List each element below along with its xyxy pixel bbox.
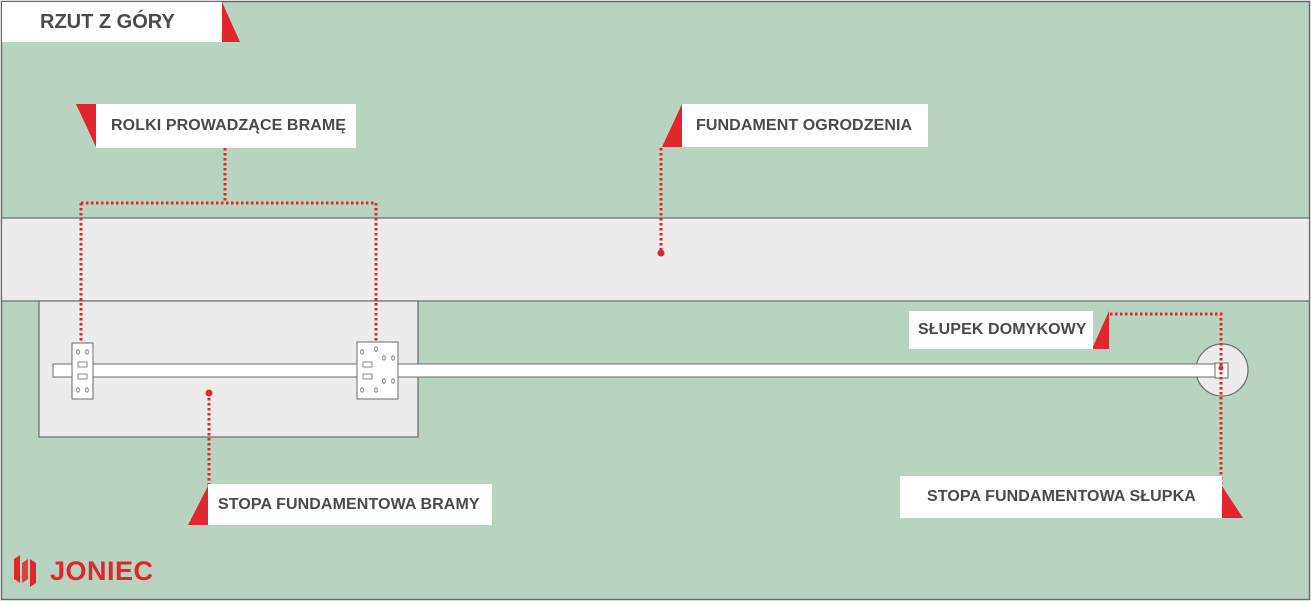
guide-roller-right (356, 341, 399, 400)
flag-rollers (76, 104, 96, 147)
flag-post-foot (1222, 486, 1243, 518)
label-fence-foundation: FUNDAMENT OGRODZENIA (682, 104, 928, 147)
marker-fence-foundation (657, 249, 665, 257)
joniec-logo-icon (14, 555, 36, 587)
page-title: RZUT Z GÓRY (2, 2, 222, 42)
fence-foundation-strip (0, 217, 1311, 302)
guide-roller-left (71, 342, 94, 400)
flag-gate-foot (188, 486, 208, 525)
label-rollers: ROLKI PROWADZĄCE BRAMĘ (96, 104, 356, 148)
label-post-foot: STOPA FUNDAMENTOWA SŁUPKA (900, 476, 1222, 518)
gate-bar (52, 363, 1217, 378)
marker-gate-foot (205, 389, 213, 397)
brand-logo: JONIEC (8, 551, 154, 591)
logo-wordmark: JONIEC (50, 555, 154, 586)
leader-post (1110, 312, 1223, 366)
label-post: SŁUPEK DOMYKOWY (909, 311, 1093, 349)
flag-title (222, 2, 240, 42)
label-gate-foot: STOPA FUNDAMENTOWA BRAMY (208, 484, 492, 525)
marker-post (1218, 365, 1224, 371)
flag-fence-foundation (662, 104, 682, 147)
leader-rollers (79, 148, 378, 343)
flag-post (1092, 311, 1109, 349)
